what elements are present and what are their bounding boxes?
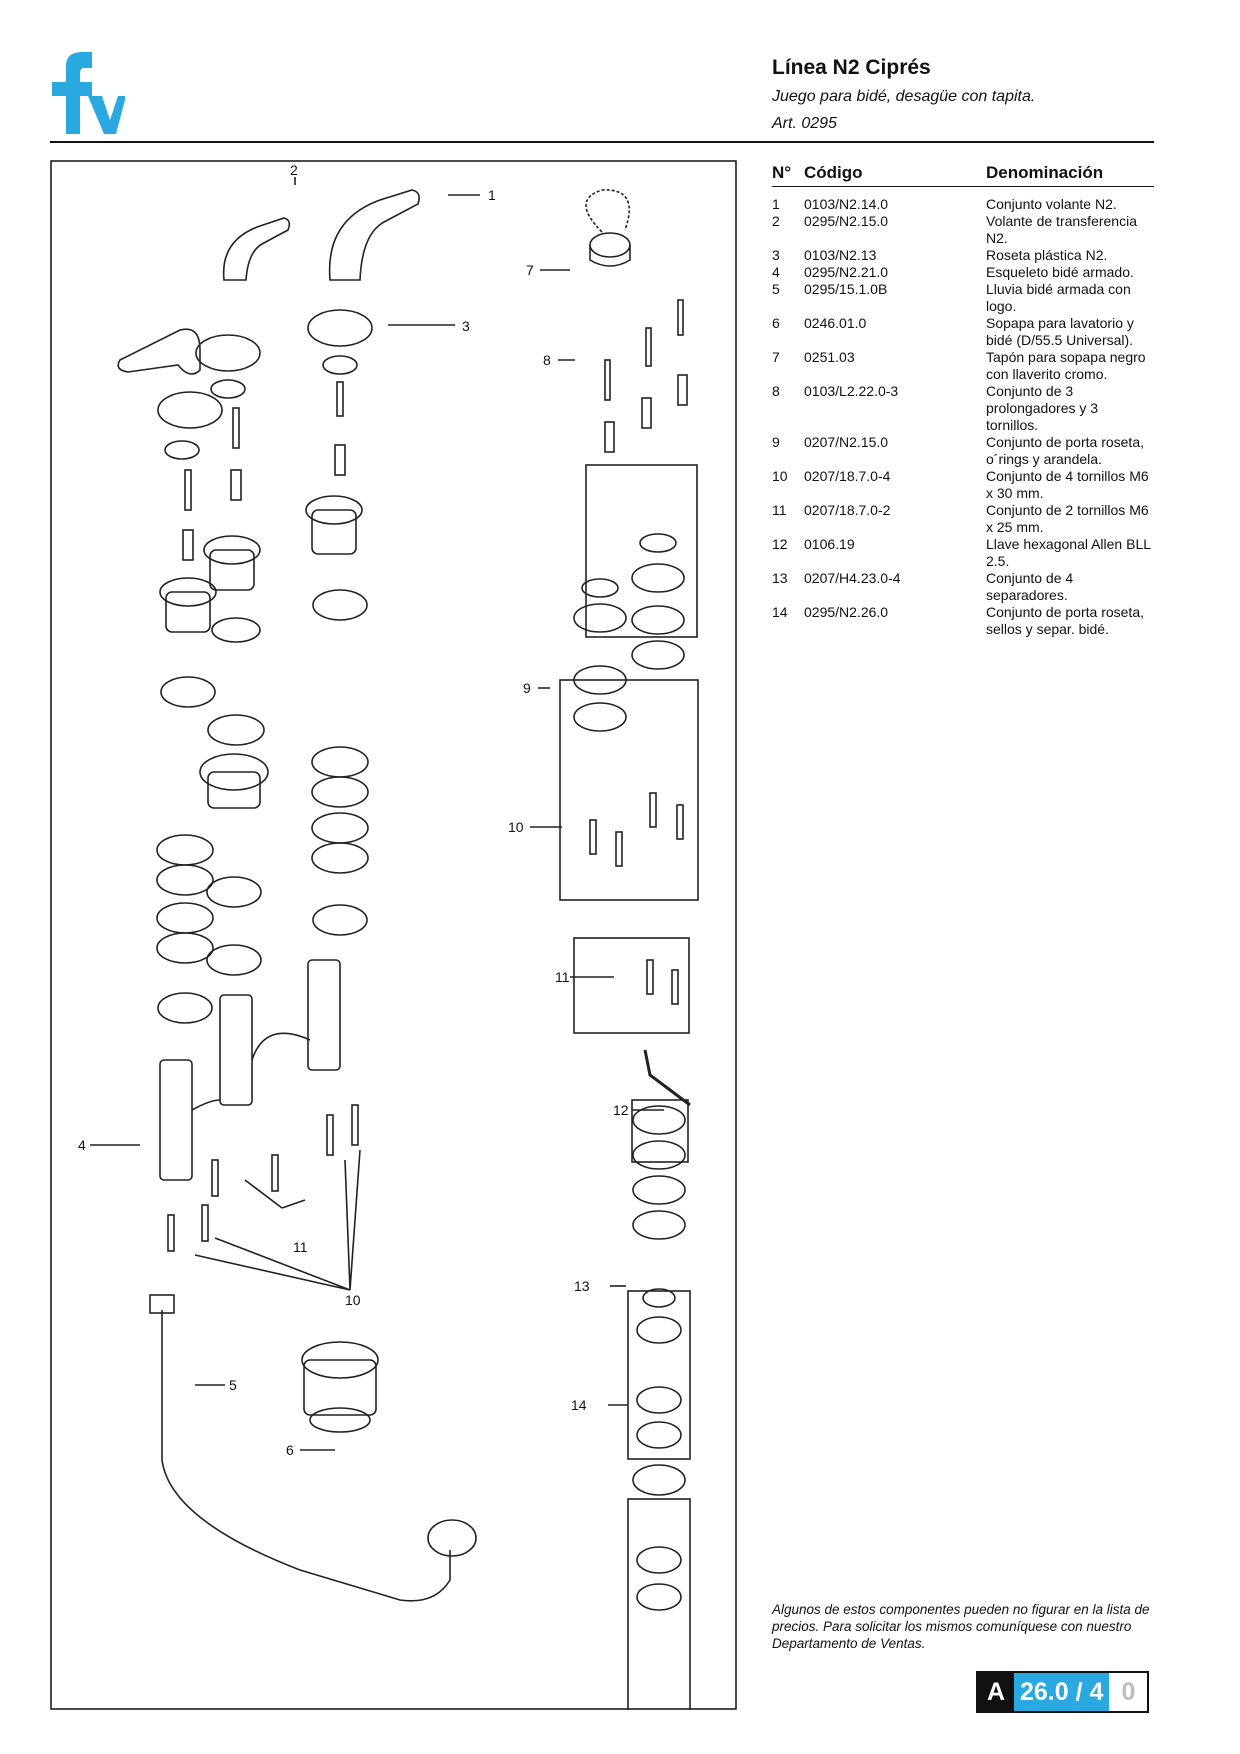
table-row: 14 0295/N2.26.0 Conjunto de porta roseta, … [772, 604, 1154, 638]
part-code: 0103/N2.13 [804, 247, 877, 263]
part-code: 0246.01.0 [804, 315, 867, 331]
callout-label: 7 [526, 262, 534, 278]
table-row: 4 0295/N2.21.0 Esqueleto bidé armado. [772, 264, 1154, 281]
part-number: 13 [772, 570, 788, 586]
part-code: 0207/18.7.0-4 [804, 468, 891, 484]
product-subtitle: Juego para bidé, desagüe con tapita. [772, 88, 1036, 105]
table-row: 2 0295/N2.15.0 Volante de transferencia N2… [772, 213, 1154, 247]
part-number: 10 [772, 468, 788, 484]
part-code: 0295/N2.26.0 [804, 604, 889, 620]
part-description: Conjunto de porta roseta, sellos y separ… [986, 604, 1144, 637]
part-code: 0207/N2.15.0 [804, 434, 889, 450]
part-description: Roseta plástica N2. [986, 247, 1108, 263]
revision-number: 0 [1109, 1673, 1148, 1711]
part-number: 9 [772, 434, 780, 450]
part-number: 6 [772, 315, 780, 331]
part-number: 11 [772, 502, 787, 518]
callout-label: 14 [571, 1397, 587, 1413]
callout-label: 12 [613, 1102, 629, 1118]
table-row: 9 0207/N2.15.0 Conjunto de porta roseta, o… [772, 434, 1154, 468]
callout-label: 3 [462, 318, 470, 334]
table-row: 12 0106.19 Llave hexagonal Allen BLL 2.5. [772, 536, 1154, 570]
part-description: Sopapa para lavatorio y bidé (D/55.5 Uni… [986, 315, 1134, 348]
part-description: Conjunto de 3 prolongadores y 3 tornillo… [986, 383, 1099, 433]
table-row: 6 0246.01.0 Sopapa para lavatorio y bidé (… [772, 315, 1154, 349]
callout-label: 4 [78, 1137, 86, 1153]
part-code: 0295/N2.21.0 [804, 264, 889, 280]
part-number: 4 [772, 264, 780, 280]
parts-table-header: N° Código Denominación [772, 163, 1154, 187]
part-number: 5 [772, 281, 780, 297]
part-number: 12 [772, 536, 788, 552]
callout-label: 13 [574, 1278, 590, 1294]
page-title: Línea N2 Ciprés [772, 56, 931, 79]
part-code: 0295/N2.15.0 [804, 213, 889, 229]
callout-label: 11 [293, 1239, 308, 1255]
callout-label: 2 [290, 162, 298, 178]
part-number: 1 [772, 196, 780, 212]
part-description: Lluvia bidé armada con logo. [986, 281, 1131, 314]
exploded-view-drawing: 1 2 3 4 5 6 7 8 9 10 10 11 11 12 13 14 [50, 160, 737, 1710]
part-number: 7 [772, 349, 780, 365]
part-number: 2 [772, 213, 780, 229]
part-number: 8 [772, 383, 780, 399]
part-description: Esqueleto bidé armado. [986, 264, 1134, 280]
part-code: 0103/N2.14.0 [804, 196, 889, 212]
callout-label: 1 [488, 187, 496, 203]
part-code: 0251.03 [804, 349, 855, 365]
page-code: 26.0 / 4 [1014, 1673, 1110, 1711]
part-description: Conjunto de porta roseta, o´rings y aran… [986, 434, 1144, 467]
part-number: 3 [772, 247, 780, 263]
callout-label: 6 [286, 1442, 294, 1458]
part-description: Tapón para sopapa negro con llaverito cr… [986, 349, 1146, 382]
part-code: 0207/H4.23.0-4 [804, 570, 901, 586]
part-description: Conjunto de 2 tornillos M6 x 25 mm. [986, 502, 1149, 535]
part-code: 0106.19 [804, 536, 855, 552]
part-number: 14 [772, 604, 788, 620]
part-description: Llave hexagonal Allen BLL 2.5. [986, 536, 1151, 569]
footnote: Algunos de estos componentes pueden no f… [772, 1602, 1150, 1651]
table-row: 7 0251.03 Tapón para sopapa negro con llav… [772, 349, 1154, 383]
article-number: Art. 0295 [772, 115, 837, 132]
fv-logo-icon [50, 48, 125, 136]
column-header-code: Código [804, 163, 863, 182]
callout-label: 10 [345, 1292, 361, 1308]
callout-label: 11 [555, 969, 570, 985]
callout-label: 8 [543, 352, 551, 368]
table-row: 10 0207/18.7.0-4 Conjunto de 4 tornillos M… [772, 468, 1154, 502]
part-description: Conjunto volante N2. [986, 196, 1117, 212]
part-description: Conjunto de 4 separadores. [986, 570, 1074, 603]
table-row: 3 0103/N2.13 Roseta plástica N2. [772, 247, 1154, 264]
column-header-description: Denominación [986, 163, 1104, 182]
callout-label: 5 [229, 1377, 237, 1393]
table-row: 11 0207/18.7.0-2 Conjunto de 2 tornillos M… [772, 502, 1154, 536]
column-header-no: N° [772, 163, 792, 182]
table-row: 8 0103/L2.22.0-3 Conjunto de 3 prolongador… [772, 383, 1154, 434]
callout-label: 9 [523, 680, 531, 696]
parts-table-body: 1 0103/N2.14.0 Conjunto volante N2. 2 0295/… [772, 196, 1154, 638]
page-code-badge: A 26.0 / 4 0 [976, 1671, 1150, 1713]
part-code: 0103/L2.22.0-3 [804, 383, 899, 399]
part-code: 0207/18.7.0-2 [804, 502, 891, 518]
callout-label: 10 [508, 819, 524, 835]
header-divider [50, 141, 1154, 143]
table-row: 5 0295/15.1.0B Lluvia bidé armada con logo… [772, 281, 1154, 315]
part-description: Conjunto de 4 tornillos M6 x 30 mm. [986, 468, 1149, 501]
section-letter: A [978, 1673, 1014, 1711]
part-code: 0295/15.1.0B [804, 281, 888, 297]
table-row: 1 0103/N2.14.0 Conjunto volante N2. [772, 196, 1154, 213]
part-description: Volante de transferencia N2. [986, 213, 1137, 246]
table-row: 13 0207/H4.23.0-4 Conjunto de 4 separadore… [772, 570, 1154, 604]
